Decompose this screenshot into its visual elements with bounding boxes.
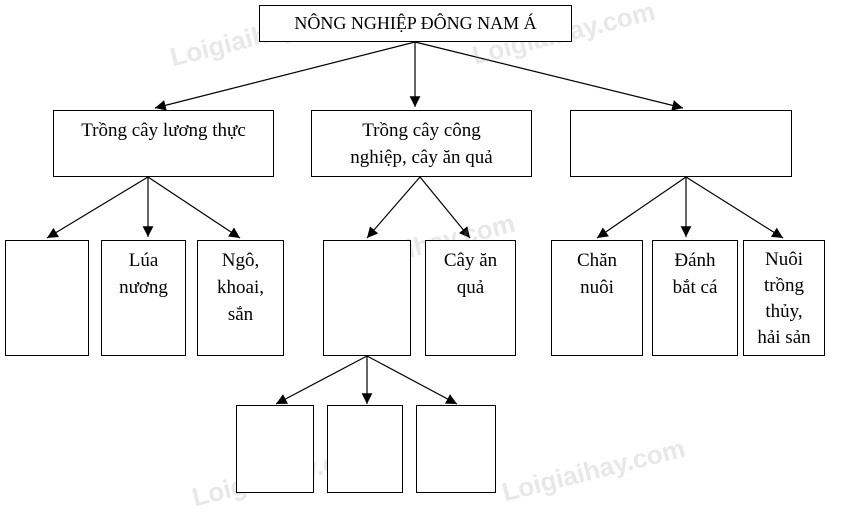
arrow-root-to-empty-branch bbox=[414, 41, 684, 111]
node-label: Đánh bắt cá bbox=[672, 250, 718, 298]
node-industrial-fruit-crops: Trồng cây công nghiệp, cây ăn quả bbox=[311, 110, 532, 177]
node-corn-potato-cassava: Ngô, khoai, sắn bbox=[197, 240, 284, 356]
node-label: Chăn nuôi bbox=[576, 250, 618, 298]
node-fruit-trees: Cây ăn quả bbox=[425, 240, 516, 356]
arrow-industrial-to-empty bbox=[366, 176, 421, 239]
arrow-root-to-food-crops bbox=[154, 41, 416, 111]
root-label: NÔNG NGHIỆP ĐÔNG NAM Á bbox=[294, 13, 537, 33]
node-empty-sub-3 bbox=[416, 405, 496, 493]
node-food-crops: Trồng cây lương thực bbox=[53, 110, 274, 177]
diagram-connectors bbox=[46, 41, 784, 405]
arrow-branch3-to-livestock bbox=[596, 176, 687, 239]
node-fishing: Đánh bắt cá bbox=[652, 240, 738, 356]
arrow-industrial-to-fruit bbox=[419, 176, 471, 239]
node-upland-rice: Lúa nương bbox=[101, 240, 186, 356]
node-label: Cây ăn quả bbox=[443, 250, 498, 298]
arrow-food-to-corn bbox=[147, 176, 241, 239]
node-label: Lúa nương bbox=[119, 250, 168, 298]
arrow-branch3-to-aquaculture bbox=[685, 176, 784, 239]
arrow-sub-to-empty-3 bbox=[366, 355, 458, 405]
root-node: NÔNG NGHIỆP ĐÔNG NAM Á bbox=[259, 5, 572, 42]
node-empty-sub-2 bbox=[327, 405, 403, 493]
node-empty-sub-1 bbox=[236, 405, 314, 493]
node-aquaculture: Nuôi trồng thủy, hải sản bbox=[743, 240, 825, 356]
node-empty-food-child bbox=[5, 240, 89, 356]
arrow-sub-to-empty-1 bbox=[275, 355, 368, 405]
node-label: Nuôi trồng thủy, hải sản bbox=[757, 249, 811, 348]
arrow-food-to-empty bbox=[46, 176, 149, 239]
node-label: Ngô, khoai, sắn bbox=[217, 250, 264, 325]
node-label: Trồng cây lương thực bbox=[81, 120, 246, 141]
node-empty-industrial-child bbox=[323, 240, 411, 356]
node-empty-branch bbox=[570, 110, 792, 177]
node-livestock: Chăn nuôi bbox=[551, 240, 643, 356]
node-label: Trồng cây công nghiệp, cây ăn quả bbox=[350, 120, 493, 168]
